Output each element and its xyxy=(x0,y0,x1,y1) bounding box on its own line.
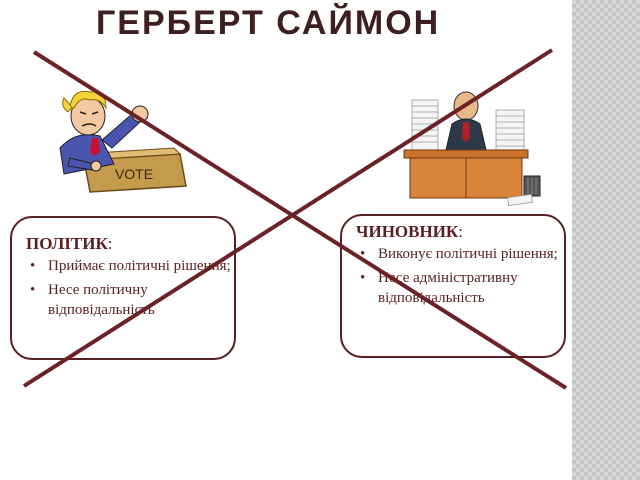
official-illustration xyxy=(403,91,541,207)
politician-points: Приймає політичні рішення; Несе політичн… xyxy=(26,256,236,324)
vote-sign-label: VOTE xyxy=(115,166,153,182)
politician-card: ПОЛІТИК: Приймає політичні рішення; Несе… xyxy=(10,216,236,360)
official-heading: ЧИНОВНИК: xyxy=(356,222,463,241)
politician-point-1: Приймає політичні рішення; xyxy=(26,256,236,276)
official-points: Виконує політичні рішення; Несе адмініст… xyxy=(356,244,566,312)
decorative-side-strip xyxy=(572,0,640,480)
official-point-1: Виконує політичні рішення; xyxy=(356,244,566,264)
slide-title: ГЕРБЕРТ САЙМОН xyxy=(96,4,441,42)
official-point-2: Несе адміністративну відповідальність xyxy=(356,268,566,308)
politician-point-2: Несе політичну відповідальність xyxy=(26,280,236,320)
official-card: ЧИНОВНИК: Виконує політичні рішення; Нес… xyxy=(340,214,566,358)
politician-heading: ПОЛІТИК: xyxy=(26,234,113,253)
politician-illustration: VOTE xyxy=(59,90,187,193)
